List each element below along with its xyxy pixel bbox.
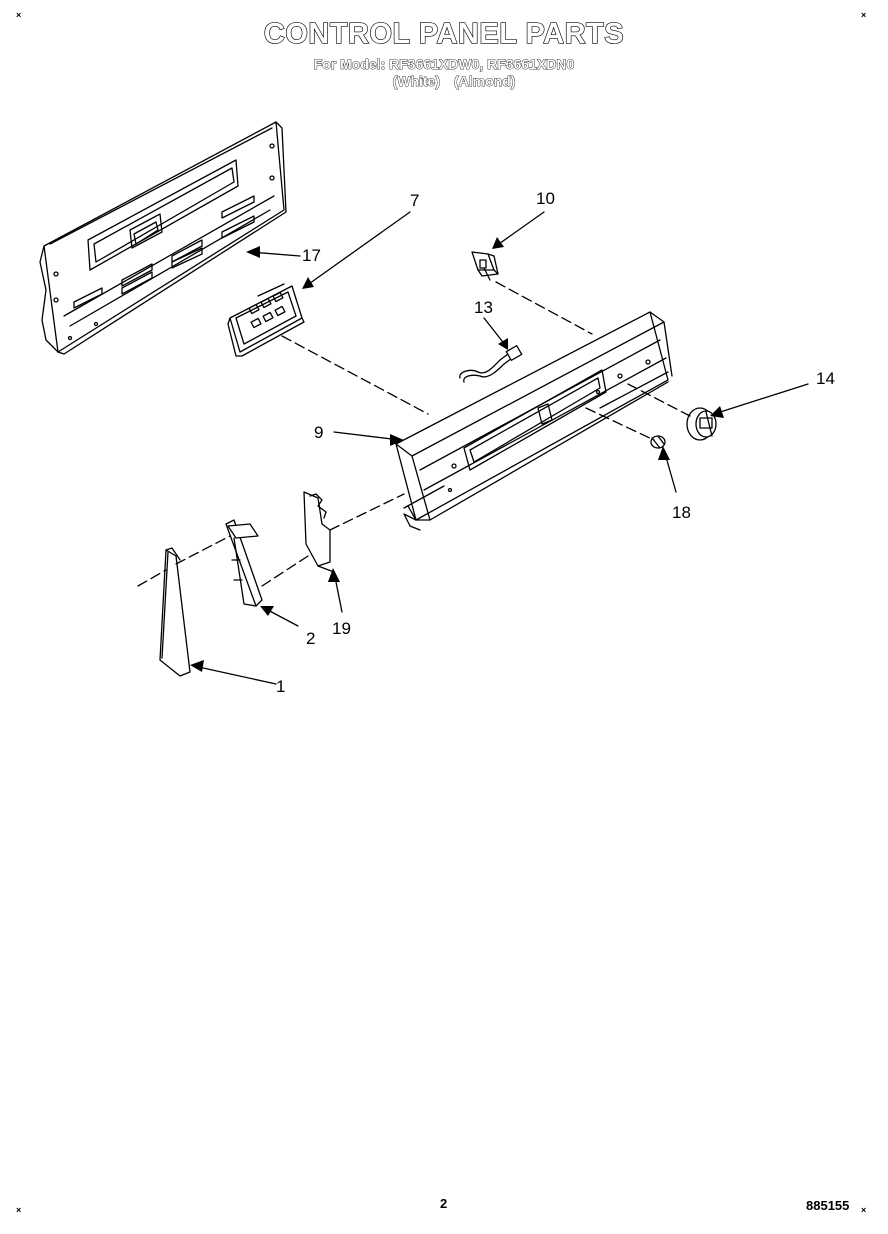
document-number: 885155 <box>806 1198 850 1213</box>
page-number: 2 <box>440 1196 448 1211</box>
callout-17: 17 <box>302 246 321 265</box>
callout-14: 14 <box>816 369 835 388</box>
callout-18: 18 <box>672 503 691 522</box>
model-line: For Model: RF3661XDW0, RF3661XDN0 <box>313 56 575 73</box>
color-variants: (White) (Almond) <box>0 73 888 90</box>
part-1-end-cap-outer <box>159 547 191 677</box>
assembly-lines <box>137 281 691 587</box>
callout-10: 10 <box>536 189 555 208</box>
callout-2: 2 <box>306 629 315 648</box>
arrowheads <box>190 237 724 672</box>
part-2-end-cap-inner <box>225 519 263 607</box>
part-7-electronic-control <box>227 283 305 357</box>
corner-mark-top-right: × <box>861 10 867 20</box>
part-10-switch <box>471 251 499 281</box>
part-13-wire-harness <box>459 345 523 383</box>
callout-7: 7 <box>410 191 419 210</box>
callout-9: 9 <box>314 423 323 442</box>
part-17-rear-panel <box>39 121 287 355</box>
callout-1: 1 <box>276 677 285 696</box>
corner-mark-bottom-right: × <box>861 1205 867 1215</box>
corner-mark-bottom-left: × <box>16 1205 22 1215</box>
leader-lines <box>193 211 809 685</box>
part-19-end-bracket <box>303 491 335 573</box>
callout-19: 19 <box>332 619 351 638</box>
page-title: CONTROL PANEL PARTS <box>263 17 625 50</box>
part-9-control-console <box>395 311 673 531</box>
color-almond-label: (Almond) <box>454 73 516 90</box>
callout-13: 13 <box>474 298 493 317</box>
part-14-knob <box>686 407 717 441</box>
color-white-label: (White) <box>392 73 440 90</box>
part-18-button <box>650 435 666 449</box>
corner-mark-top-left: × <box>16 10 22 20</box>
